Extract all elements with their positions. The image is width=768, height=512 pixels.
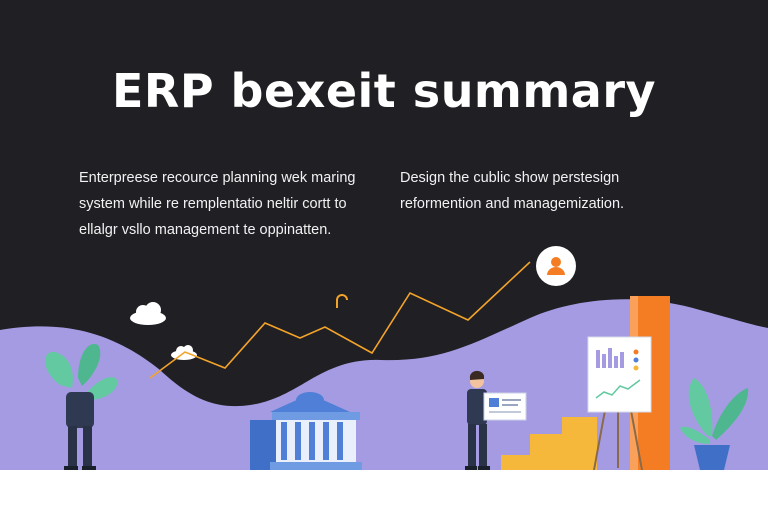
- bottom-strip: [0, 470, 768, 512]
- intro-line: reformention and managemization.: [400, 196, 625, 212]
- person-left: [64, 392, 96, 470]
- intro-line: ellalgr vsllo management te oppinatten.: [79, 222, 332, 238]
- building-icon: [250, 392, 362, 470]
- intro-paragraph-right: Design the cublic show perstesign reform…: [400, 165, 670, 217]
- person-presenter: [465, 370, 490, 470]
- plant-right: [680, 378, 749, 470]
- pin-icon: [336, 294, 348, 308]
- tablet-device: [483, 392, 527, 421]
- trend-line: [149, 261, 531, 379]
- cloud-icon: [130, 302, 166, 325]
- intro-line: Design the cublic show perstesign: [400, 170, 620, 186]
- intro-paragraph-left: Enterpreese recource planning wek maring…: [79, 165, 379, 243]
- intro-line: Enterpreese recource planning wek maring: [79, 170, 356, 186]
- person-icon: [536, 246, 576, 286]
- page-title: ERP bexeit summary: [111, 64, 657, 118]
- plant-left: [45, 344, 118, 400]
- intro-line: system while re remplentatio neltir cort…: [79, 196, 347, 212]
- presentation-board: [587, 336, 652, 471]
